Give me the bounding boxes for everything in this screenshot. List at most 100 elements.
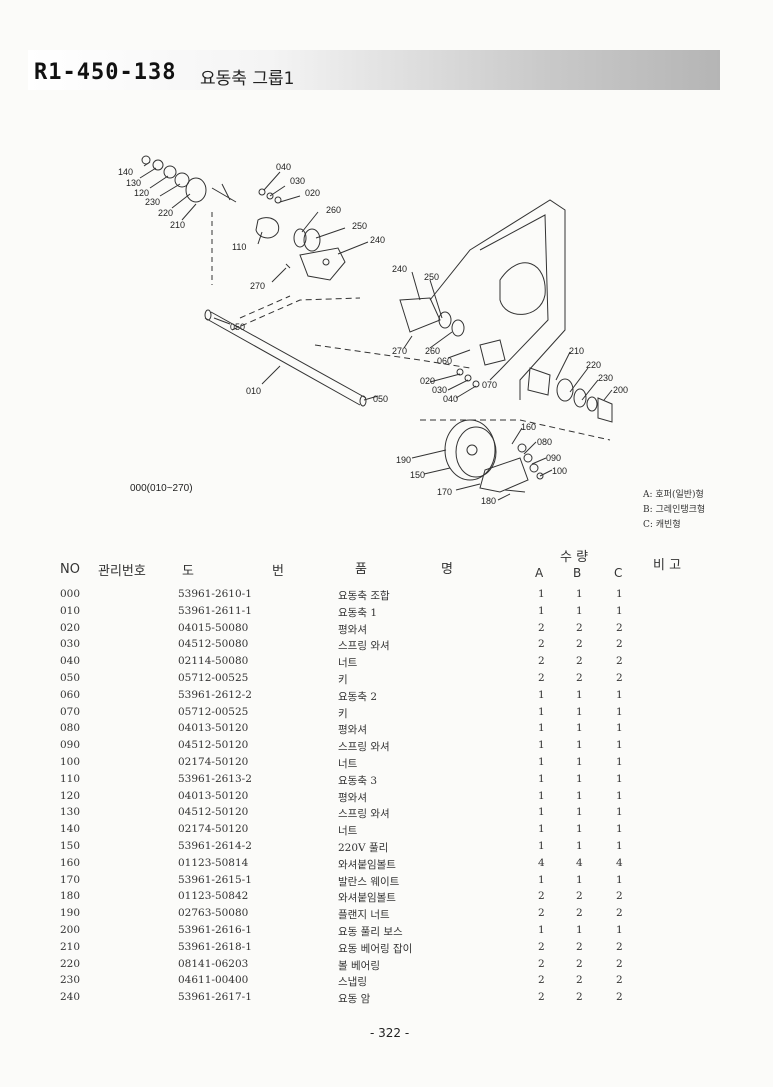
qty-a: 1 <box>538 604 545 617</box>
qty-a: 1 <box>538 755 545 768</box>
balance-weight-170 <box>479 457 529 493</box>
qty-a: 1 <box>538 789 545 802</box>
qty-c: 1 <box>616 823 623 836</box>
qty-b: 2 <box>576 671 583 684</box>
part-no: 100 <box>60 755 81 768</box>
machine-frame <box>429 199 566 400</box>
header-c: C <box>614 566 623 580</box>
label-110: 110 <box>232 242 246 252</box>
qty-b: 1 <box>576 755 583 768</box>
header-drawing-2: 번 <box>272 564 284 579</box>
qty-c: 1 <box>616 789 623 802</box>
qty-b: 1 <box>576 789 583 802</box>
label-030-b: 030 <box>432 385 447 395</box>
part-name: 요동축 3 <box>338 774 377 787</box>
qty-a: 1 <box>538 823 545 836</box>
qty-b: 2 <box>576 890 583 903</box>
qty-b: 1 <box>576 739 583 752</box>
drawing-no: 04013-50120 <box>178 722 249 735</box>
part-no: 140 <box>60 823 81 836</box>
drawing-no: 02114-50080 <box>178 655 249 668</box>
boss-200 <box>597 397 613 423</box>
label-270: 270 <box>250 281 265 291</box>
part-name: 키 <box>338 707 348 720</box>
label-100: 100 <box>552 466 567 476</box>
label-120: 120 <box>134 188 149 198</box>
qty-a: 1 <box>538 839 545 852</box>
qty-c: 2 <box>616 671 623 684</box>
qty-c: 4 <box>616 856 623 869</box>
part-no: 120 <box>60 789 81 802</box>
label-020-b: 020 <box>420 376 435 386</box>
part-no: 130 <box>60 806 81 819</box>
label-200: 200 <box>613 385 628 395</box>
page-number: - 322 - <box>370 1026 410 1040</box>
qty-b: 1 <box>576 688 583 701</box>
header-name-1: 품 <box>355 562 367 577</box>
qty-b: 2 <box>576 655 583 668</box>
shaft-110 <box>255 217 280 239</box>
label-040-b: 040 <box>443 394 458 404</box>
part-no: 110 <box>60 772 81 785</box>
part-no: 160 <box>60 856 81 869</box>
label-250: 250 <box>352 221 367 231</box>
part-no: 030 <box>60 638 81 651</box>
qty-c: 2 <box>616 655 623 668</box>
part-no: 190 <box>60 907 81 920</box>
drawing-no: 53961-2611-1 <box>178 604 252 617</box>
part-name: 너트 <box>338 757 358 770</box>
label-020: 020 <box>305 188 320 198</box>
part-name: 너트 <box>338 825 358 838</box>
drawing-no: 05712-00525 <box>178 705 249 718</box>
part-name: 요동축 1 <box>338 606 377 619</box>
drawing-no: 04512-50080 <box>178 638 249 651</box>
pulley-150 <box>444 419 496 481</box>
page-subtitle: 요동축 그룹1 <box>200 69 295 89</box>
drawing-no: 02763-50080 <box>178 907 249 920</box>
label-150: 150 <box>410 470 425 480</box>
qty-c: 2 <box>616 890 623 903</box>
label-220-b: 220 <box>586 360 601 370</box>
part-name: 요동축 조합 <box>338 590 390 602</box>
part-no: 080 <box>60 722 81 735</box>
qty-c: 2 <box>616 621 623 634</box>
label-130: 130 <box>126 178 141 188</box>
qty-b: 1 <box>576 823 583 836</box>
part-name: 와셔붙임볼트 <box>338 858 396 871</box>
header-b: B <box>573 566 582 580</box>
header-a: A <box>535 566 544 580</box>
drawing-no: 53961-2618-1 <box>178 940 252 953</box>
label-210-b: 210 <box>569 346 584 356</box>
qty-c: 1 <box>616 739 623 752</box>
part-no: 020 <box>60 621 81 634</box>
qty-a: 1 <box>538 923 545 936</box>
part-no: 200 <box>60 923 81 936</box>
label-090: 090 <box>546 453 561 463</box>
qty-c: 1 <box>616 705 623 718</box>
drawing-no: 04611-00400 <box>178 974 249 987</box>
qty-c: 2 <box>616 974 623 987</box>
part-name: 요동 암 <box>338 993 371 1006</box>
qty-b: 2 <box>576 974 583 987</box>
label-240: 240 <box>370 235 385 245</box>
page-code: R1-450-138 <box>34 60 177 85</box>
bearing-260 <box>293 228 307 248</box>
label-210: 210 <box>170 220 185 230</box>
drawing-no: 04512-50120 <box>178 739 249 752</box>
label-040: 040 <box>276 162 291 172</box>
drawing-no: 01123-50842 <box>178 890 249 903</box>
arm-240-b <box>399 297 441 333</box>
qty-b: 1 <box>576 873 583 886</box>
